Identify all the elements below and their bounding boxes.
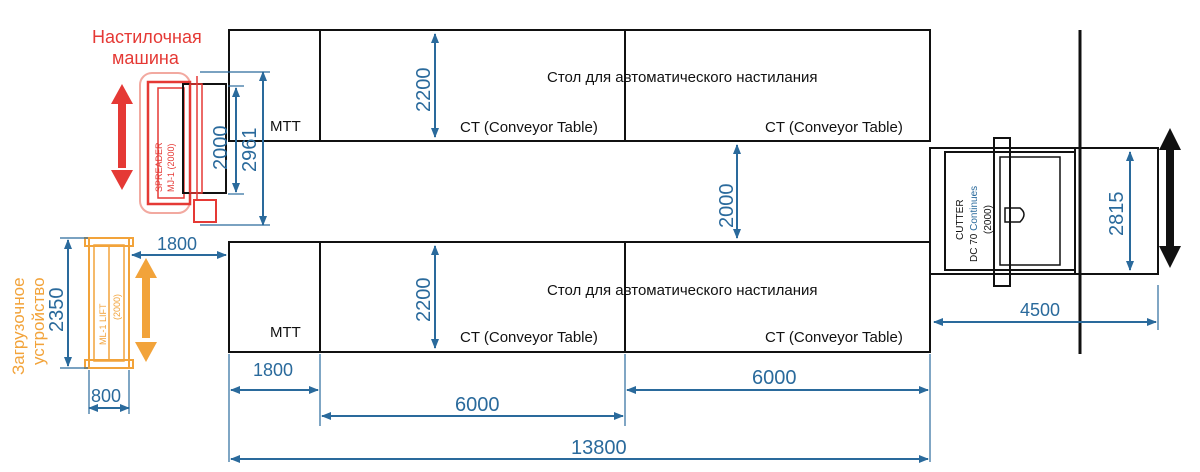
cutter-height-label: 2815 [1106,192,1128,237]
spreader-offset-label: 1800 [157,234,197,254]
loader-title-line2: устройство [29,277,48,365]
top-ct-label-2: CT (Conveyor Table) [765,119,903,136]
bottom-table-title: Стол для автоматического настилания [547,282,818,299]
bottom-ct-label-2: CT (Conveyor Table) [765,329,903,346]
cutter-line1: CUTTER [955,199,966,240]
cutter-length-label: 4500 [1020,300,1060,320]
ct-length-left-label: 6000 [455,394,500,416]
cutter-move-arrow [1159,128,1181,268]
cutter-line2: DC 70 Continues [969,186,980,262]
total-length-label: 13800 [571,437,627,459]
spreader-width-label: 2000 [210,126,232,171]
spreader-move-arrow [111,84,133,190]
top-table-title: Стол для автоматического настилания [547,69,818,86]
bottom-ct-section-2 [624,241,931,353]
spreader-model-line2: MJ-1 (2000) [166,143,176,192]
table-gap-label: 2000 [716,184,738,229]
cutter-machine [929,137,1159,287]
ct-length-right-label: 6000 [752,367,797,389]
top-mtt-label: MTT [270,118,301,135]
bottom-table-row [228,241,931,353]
mtt-length-label: 1800 [253,360,293,380]
loader-width-label: 800 [91,386,121,406]
loader-machine [84,237,134,369]
spreader-span-label: 2961 [239,128,261,173]
bottom-ct-label-1: CT (Conveyor Table) [460,329,598,346]
spreader-title-line1: Настилочная [92,27,202,47]
loader-height-label: 2350 [46,288,68,333]
bottom-mtt-label: MTT [270,324,301,341]
top-ct-section-2 [624,29,931,142]
loader-model-line2: (2000) [112,294,122,320]
bottom-table-height-label: 2200 [413,278,435,323]
top-ct-label-1: CT (Conveyor Table) [460,119,598,136]
spreader-model-line1: SPREADER [154,142,164,192]
loader-title-line1: Загрузочное [9,277,28,375]
top-table-row [228,29,931,142]
loader-move-arrow [135,258,157,362]
spreader-title-line2: машина [112,48,180,68]
spreader-machine [139,72,227,223]
cutter-line3: (2000) [983,205,994,234]
top-table-height-label: 2200 [413,68,435,113]
loader-model-line1: ML-1 LIFT [98,303,108,345]
